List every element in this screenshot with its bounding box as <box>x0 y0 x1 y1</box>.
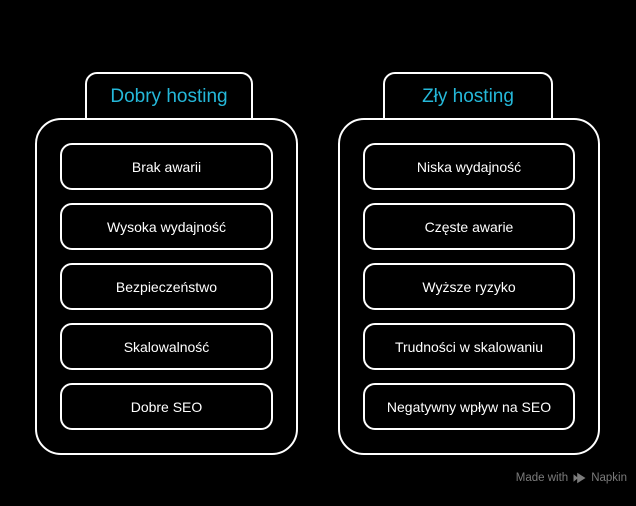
good-hosting-container: Brak awarii Wysoka wydajność Bezpieczeńs… <box>35 118 298 455</box>
list-item: Dobre SEO <box>60 383 273 430</box>
list-item-label: Negatywny wpływ na SEO <box>386 398 552 415</box>
list-item: Wyższe ryzyko <box>363 263 575 310</box>
good-hosting-title: Dobry hosting <box>110 86 228 107</box>
list-item-label: Dobre SEO <box>130 398 203 415</box>
napkin-watermark: Made with Napkin <box>516 472 627 484</box>
list-item: Niska wydajność <box>363 143 575 190</box>
list-item: Częste awarie <box>363 203 575 250</box>
list-item-label: Skalowalność <box>123 338 210 355</box>
watermark-prefix: Made with <box>515 472 569 484</box>
list-item: Negatywny wpływ na SEO <box>363 383 575 430</box>
list-item-label: Częste awarie <box>424 218 514 235</box>
napkin-logo-icon <box>573 472 586 484</box>
list-item-label: Niska wydajność <box>416 158 522 175</box>
list-item: Trudności w skalowaniu <box>363 323 575 370</box>
list-item-label: Wysoka wydajność <box>107 218 226 235</box>
list-item-label: Bezpieczeństwo <box>115 278 218 295</box>
list-item: Wysoka wydajność <box>60 203 273 250</box>
bad-hosting-container: Niska wydajność Częste awarie Wyższe ryz… <box>338 118 600 455</box>
bad-hosting-title: Zły hosting <box>422 86 514 107</box>
list-item: Brak awarii <box>60 143 273 190</box>
list-item-label: Wyższe ryzyko <box>422 278 516 295</box>
list-item-label: Brak awarii <box>131 158 202 175</box>
list-item-label: Trudności w skalowaniu <box>394 338 544 355</box>
list-item: Skalowalność <box>60 323 273 370</box>
list-item: Bezpieczeństwo <box>60 263 273 310</box>
watermark-brand: Napkin <box>591 472 627 484</box>
